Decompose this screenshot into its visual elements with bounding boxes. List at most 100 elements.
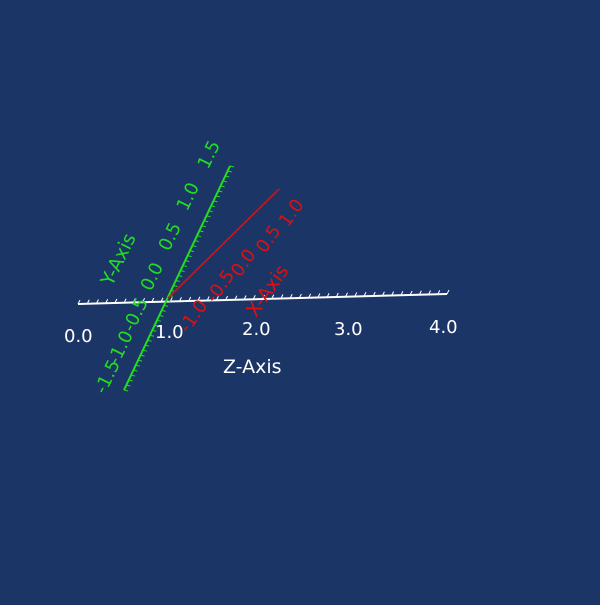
axis-tick-mark [204,260,207,263]
z-tick-label: 4.0 [429,317,458,338]
axis-tick-mark [142,298,146,303]
axis-tick-mark [418,290,422,295]
axis-tick-mark [178,285,182,288]
y-tick-label: 0.5 [155,219,186,254]
axis-tick-mark [428,290,431,295]
axis-tick-mark [252,213,255,216]
axis-tick-mark [271,294,275,299]
axis-tick-mark [230,235,233,238]
axis-tick-mark [128,379,133,382]
axis-tick-mark [234,295,238,300]
axis-tick-mark [222,242,226,245]
axis-tick-mark [142,349,147,352]
x-tick-label: 1.0 [275,195,309,231]
axis-tick-mark [208,256,211,259]
axis-tick-mark [152,329,157,332]
axis-tick-mark [154,324,159,327]
axis-tick-mark [173,284,178,287]
axis-tick-mark [372,291,376,297]
axis-tick-mark [241,224,244,227]
axis-tick-mark [225,175,230,178]
axis-tick-mark [166,299,171,302]
axis-tick-mark [199,230,204,233]
axis-tick-mark [161,309,166,312]
axis-tick-mark [179,297,182,302]
axis-tick-mark [186,278,189,281]
axis-tick-mark [213,200,218,203]
axis-tick-mark [222,180,228,183]
axis-tick-mark [159,314,164,317]
z-axis-title: Z-Axis [223,356,282,378]
axis-tick-mark [169,297,173,302]
axis-tick-mark [133,369,138,372]
axis-tick-mark [182,282,185,285]
axis-tick-mark [178,275,183,277]
axis-tick-mark [189,250,195,253]
axis-tick-mark [243,295,247,300]
axis-tick-mark [192,245,197,248]
axis-tick-mark [446,289,450,295]
axis-tick-mark [274,192,277,195]
axis-tick-mark [226,238,229,241]
y-tick-label: 1.5 [194,137,225,172]
axis-tick-mark [248,217,251,220]
axis-tick-mark [215,249,218,252]
axis-tick-mark [363,292,367,297]
z-tick-label: 3.0 [334,319,363,340]
axis-tick-mark [229,165,235,168]
axis-tick-mark [219,246,222,249]
axis-tick-mark [114,298,118,304]
axis-tick-mark [194,240,199,243]
axis-tick-mark [233,231,237,234]
axis-tick-mark [237,228,240,231]
axis-tick-mark [123,298,127,303]
axis-tick-mark [187,255,192,258]
axis-tick-mark [211,253,215,256]
axis-tick-mark [175,289,178,292]
axis-tick-mark [252,295,256,300]
axis-tick-mark [218,190,223,193]
axis-tick-mark [215,296,219,301]
z-tick-label: 1.0 [155,322,184,343]
axis-tick-mark [437,290,441,295]
axis-tick-mark [227,170,232,173]
axis-tick-mark [140,354,145,357]
z-axis-ticks [77,289,450,305]
axis-tick-mark [163,304,169,307]
axis-tick-mark [225,295,229,301]
axis-tick-mark [280,294,284,299]
axis-tick-mark [126,384,131,387]
y-axis: -1.5 -1.0 -0.5 0.0 0.5 1.0 1.5 Y-Axis [91,137,235,397]
axis-tick-mark [77,299,81,305]
axis-tick-mark [200,264,204,267]
axis-tick-mark [96,299,99,304]
axis-tick-mark [270,195,273,198]
axis-tick-mark [263,202,266,205]
y-axis-line [123,165,231,391]
axis-tick-mark [381,291,385,296]
axis-tick-mark [197,296,201,301]
axis-tick-mark [196,235,202,238]
axis-tick-mark [211,205,216,208]
z-tick-label: 0.0 [64,326,93,347]
axis-tick-mark [409,290,413,296]
axis-tick-mark [203,220,209,223]
axis-tick-mark [185,260,190,263]
axis-tick-mark [147,339,152,342]
axis-tick-mark [175,280,180,282]
axis-tick-mark [244,220,248,223]
y-tick-label: 1.0 [173,179,204,214]
axis-tick-mark [208,210,213,213]
y-tick-label: 0.0 [137,259,168,294]
axis-tick-mark [289,294,293,299]
x-tick-label: 0.5 [252,221,286,257]
axis-tick-mark [255,210,259,213]
axis-tick-mark [345,292,348,297]
axis-tick-mark [220,185,225,188]
z-axis: 0.0 1.0 2.0 3.0 4.0 Z-Axis [64,289,458,378]
axis-tick-mark [156,319,162,322]
axis-tick-mark [180,270,185,273]
axis-tick-mark [123,389,129,392]
axis-tick-mark [189,274,193,277]
